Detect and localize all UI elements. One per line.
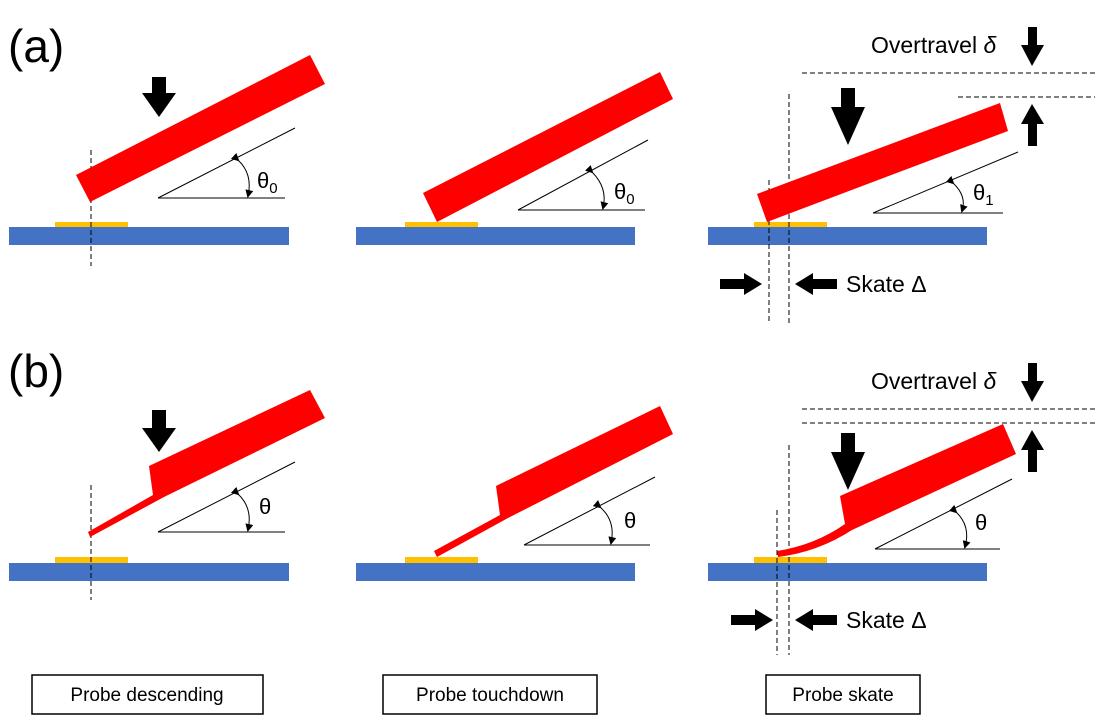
overtravel-down-arrow-icon: [1021, 363, 1044, 402]
probe-beam: [757, 103, 1008, 222]
substrate: [356, 227, 635, 245]
svg-text:Probe touchdown: Probe touchdown: [416, 685, 564, 706]
b-descending: θ: [9, 390, 325, 600]
skate-right-arrow-icon: [731, 609, 773, 631]
overtravel-down-arrow-icon: [1021, 27, 1044, 66]
angle-label: θ: [624, 508, 636, 533]
contact-pad: [405, 222, 478, 227]
angle-label: θ1: [973, 180, 994, 209]
probe-needle: [88, 390, 325, 537]
down-arrow-icon: [831, 433, 865, 490]
skate-left-arrow-icon: [795, 609, 837, 631]
substrate: [708, 227, 987, 245]
probe-beam: [423, 72, 673, 222]
a-touchdown: θ0: [356, 72, 673, 245]
probe-needle: [434, 406, 673, 557]
substrate: [9, 563, 289, 581]
contact-pad: [754, 557, 827, 563]
down-arrow-icon: [142, 77, 176, 117]
angle-arc: [230, 152, 254, 198]
angle-ref-line: [157, 461, 296, 533]
contact-pad: [754, 222, 827, 227]
caption-descending: Probe descending: [31, 674, 264, 715]
angle-label: θ: [975, 510, 987, 535]
angle-arc: [230, 486, 254, 532]
b-touchdown: θ: [356, 406, 673, 581]
angle-ref-line: [157, 127, 296, 199]
angle-arc: [584, 164, 609, 210]
angle-ref-line: [523, 476, 656, 546]
substrate: [356, 563, 635, 581]
angle-arc: [592, 500, 617, 545]
svg-text:Probe skate: Probe skate: [792, 685, 893, 706]
angle-label: θ0: [614, 179, 635, 208]
a-skate: θ1 Overtravel δ Skate Δ: [708, 27, 1095, 323]
down-arrow-icon: [831, 88, 865, 145]
overtravel-up-arrow-icon: [1021, 430, 1044, 472]
angle-arc: [945, 175, 968, 213]
probe-beam: [76, 55, 325, 202]
panel-label-a: (a): [8, 20, 64, 72]
substrate: [9, 227, 289, 245]
overtravel-up-arrow-icon: [1021, 104, 1044, 146]
caption-touchdown: Probe touchdown: [382, 674, 598, 715]
skate-label: Skate Δ: [846, 271, 927, 297]
svg-text:Probe descending: Probe descending: [70, 685, 223, 706]
angle-arc: [948, 504, 971, 549]
overtravel-label: Overtravel δ: [871, 368, 996, 394]
caption-skate: Probe skate: [765, 674, 921, 715]
angle-ref-line: [517, 139, 649, 211]
skate-left-arrow-icon: [795, 273, 837, 295]
probe-needle: [777, 424, 1016, 557]
a-descending: θ0: [9, 55, 325, 266]
skate-right-arrow-icon: [720, 273, 762, 295]
down-arrow-icon: [142, 410, 176, 452]
angle-ref-line: [874, 478, 1013, 550]
substrate: [708, 563, 987, 581]
angle-label: θ: [259, 494, 271, 519]
angle-label: θ0: [257, 168, 278, 197]
b-skate: θ Overtravel δ Skate Δ: [708, 363, 1095, 655]
skate-label: Skate Δ: [846, 607, 927, 633]
contact-pad: [405, 557, 478, 563]
panel-label-b: (b): [8, 345, 64, 397]
angle-ref-line: [872, 151, 1019, 214]
overtravel-label: Overtravel δ: [871, 32, 996, 58]
